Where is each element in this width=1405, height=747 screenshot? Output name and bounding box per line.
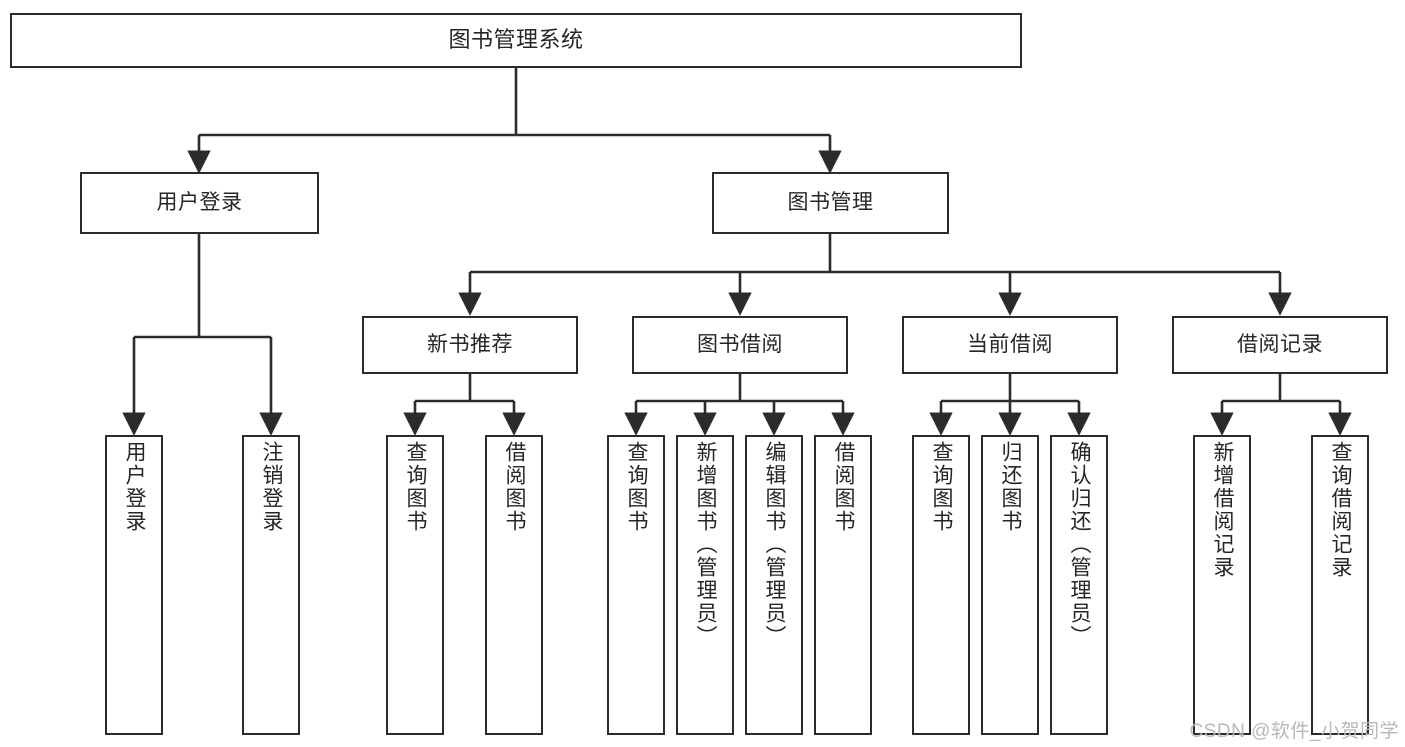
- node-label: 新增借阅记录: [1211, 441, 1235, 579]
- csdn-watermark: CSDN @软件_小贺同学: [1189, 721, 1399, 742]
- node-root-system[interactable]: 图书管理系统: [10, 13, 1022, 68]
- node-leaf-return-book[interactable]: 归还图书: [981, 435, 1039, 735]
- node-leaf-user-login[interactable]: 用户登录: [105, 435, 163, 735]
- node-leaf-confirm-return[interactable]: 确认归还（管理员）: [1050, 435, 1108, 735]
- node-label: 新增图书（管理员）: [694, 441, 718, 648]
- node-label: 借阅图书: [832, 441, 856, 533]
- node-leaf-logout-login[interactable]: 注销登录: [242, 435, 300, 735]
- node-label: 用户登录: [123, 441, 147, 533]
- node-label: 查询图书: [404, 441, 428, 533]
- node-label: 归还图书: [999, 441, 1023, 533]
- node-new-book-recommend[interactable]: 新书推荐: [362, 316, 578, 374]
- node-label: 图书管理系统: [448, 27, 584, 53]
- node-label: 图书借阅: [697, 333, 783, 357]
- node-borrow-record[interactable]: 借阅记录: [1172, 316, 1388, 374]
- node-leaf-edit-book[interactable]: 编辑图书（管理员）: [745, 435, 803, 735]
- node-leaf-borrow-book-1[interactable]: 借阅图书: [485, 435, 543, 735]
- node-label: 当前借阅: [967, 333, 1053, 357]
- node-current-borrow[interactable]: 当前借阅: [902, 316, 1118, 374]
- node-label: 查询图书: [625, 441, 649, 533]
- node-leaf-query-book-1[interactable]: 查询图书: [386, 435, 444, 735]
- node-label: 图书管理: [787, 191, 874, 215]
- node-leaf-borrow-book-2[interactable]: 借阅图书: [814, 435, 872, 735]
- node-label: 新书推荐: [427, 333, 513, 357]
- node-label: 借阅图书: [503, 441, 527, 533]
- node-leaf-add-book[interactable]: 新增图书（管理员）: [676, 435, 734, 735]
- node-leaf-query-book-3[interactable]: 查询图书: [912, 435, 970, 735]
- node-label: 确认归还（管理员）: [1068, 441, 1092, 648]
- node-leaf-query-book-2[interactable]: 查询图书: [607, 435, 665, 735]
- node-label: 借阅记录: [1237, 333, 1323, 357]
- node-label: 注销登录: [260, 441, 284, 533]
- node-user-login[interactable]: 用户登录: [80, 172, 319, 234]
- node-label: 用户登录: [156, 191, 243, 215]
- node-book-manage[interactable]: 图书管理: [712, 172, 949, 234]
- node-leaf-query-record[interactable]: 查询借阅记录: [1311, 435, 1369, 735]
- node-label: 查询图书: [930, 441, 954, 533]
- node-book-borrow[interactable]: 图书借阅: [632, 316, 848, 374]
- node-label: 编辑图书（管理员）: [763, 441, 787, 648]
- node-leaf-add-record[interactable]: 新增借阅记录: [1193, 435, 1251, 735]
- node-label: 查询借阅记录: [1329, 441, 1353, 579]
